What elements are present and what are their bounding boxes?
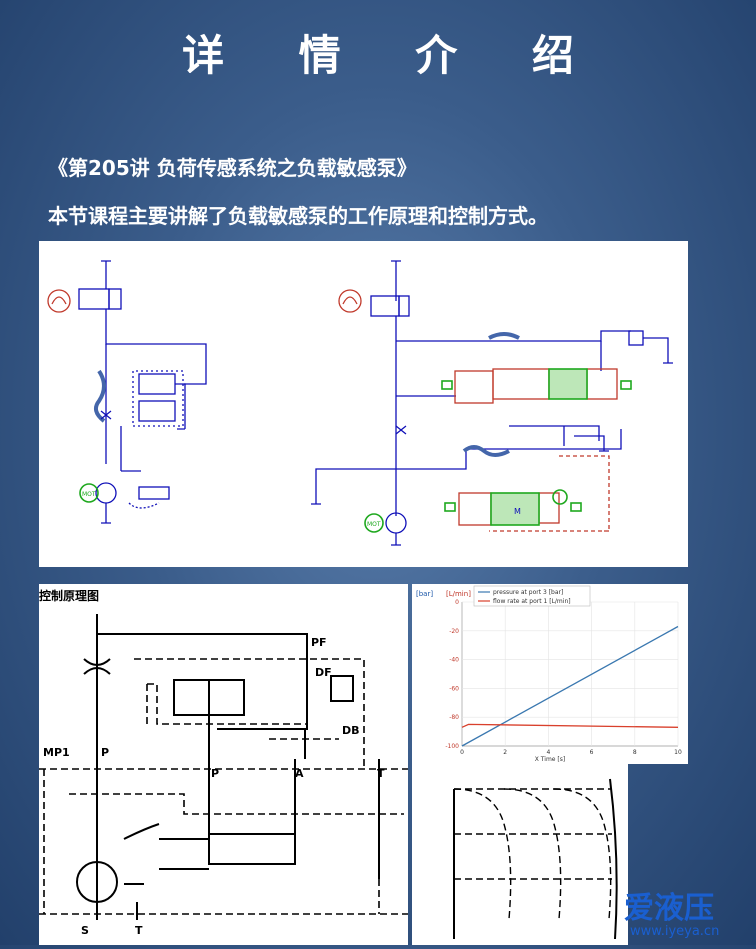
y-tick-label: 0 xyxy=(455,599,459,606)
motor-label-left: MOT xyxy=(82,491,96,498)
series-line-0 xyxy=(461,625,679,747)
x-tick-label: 10 xyxy=(674,749,682,756)
legend: pressure at port 3 [bar] flow rate at po… xyxy=(473,585,591,607)
hydraulic-schematic: MOT MOT M xyxy=(47,260,673,546)
label-s: S xyxy=(81,924,89,937)
label-a-valve: A xyxy=(295,767,304,780)
characteristic-curves xyxy=(453,778,618,940)
label-t-valve: T xyxy=(377,767,385,780)
label-mp1: MP1 xyxy=(43,746,70,759)
x-tick-label: 2 xyxy=(503,749,507,756)
watermark-url: www.iyeya.cn xyxy=(630,924,719,939)
y-tick-label: -60 xyxy=(449,685,459,692)
label-t-bottom: T xyxy=(135,924,143,937)
label-df: DF xyxy=(315,666,332,679)
label-p-valve: P xyxy=(211,767,219,780)
label-p-top: P xyxy=(101,746,109,759)
y-tick-label: -40 xyxy=(449,657,459,664)
legend-label-pressure: pressure at port 3 [bar] xyxy=(493,589,563,596)
label-pf: PF xyxy=(311,636,327,649)
control-diagram: 控制原理图 PF DF DB MP1 P P A T S T xyxy=(39,588,408,937)
motor-label-m: M xyxy=(514,507,521,516)
label-db: DB xyxy=(342,724,360,737)
y-tick-label: -80 xyxy=(449,714,459,721)
control-diagram-panel: 控制原理图 PF DF DB MP1 P P A T S T xyxy=(39,584,408,945)
page-title: 详 情 介 绍 xyxy=(182,31,604,80)
x-tick-label: 0 xyxy=(460,749,464,756)
characteristic-curves-panel xyxy=(412,764,628,945)
watermark-logo: 爱液压 www.iyeya.cn xyxy=(624,891,719,939)
motor-label-right: MOT xyxy=(367,521,381,528)
control-diagram-title: 控制原理图 xyxy=(39,588,99,603)
legend-label-flow: flow rate at port 1 [L/min] xyxy=(493,598,571,605)
watermark-logo-text: 爱液压 xyxy=(624,891,714,926)
y-axis-left-unit: [bar] xyxy=(416,590,433,598)
course-title: 《第205讲 负荷传感系统之负载敏感泵》 xyxy=(48,156,417,180)
simulation-chart-panel: 0 -20 -40 -60 -80 -100 10 8 6 4 2 0 [bar] [L/min] p… xyxy=(412,584,688,764)
series-line-1 xyxy=(461,723,679,728)
course-description: 本节课程主要讲解了负载敏感泵的工作原理和控制方式。 xyxy=(48,204,548,228)
y-axis-right-unit: [L/min] xyxy=(446,590,471,598)
y-tick-label: -20 xyxy=(449,628,459,635)
y-tick-label: -100 xyxy=(445,743,459,750)
hydraulic-schematic-panel: MOT MOT M xyxy=(39,241,688,567)
simulation-chart: 0 -20 -40 -60 -80 -100 10 8 6 4 2 0 [bar] [L/min] p… xyxy=(416,585,682,763)
x-tick-label: 4 xyxy=(546,749,550,756)
x-axis-label: X Time [s] xyxy=(535,756,565,763)
x-tick-label: 6 xyxy=(590,749,594,756)
x-tick-label: 8 xyxy=(633,749,637,756)
